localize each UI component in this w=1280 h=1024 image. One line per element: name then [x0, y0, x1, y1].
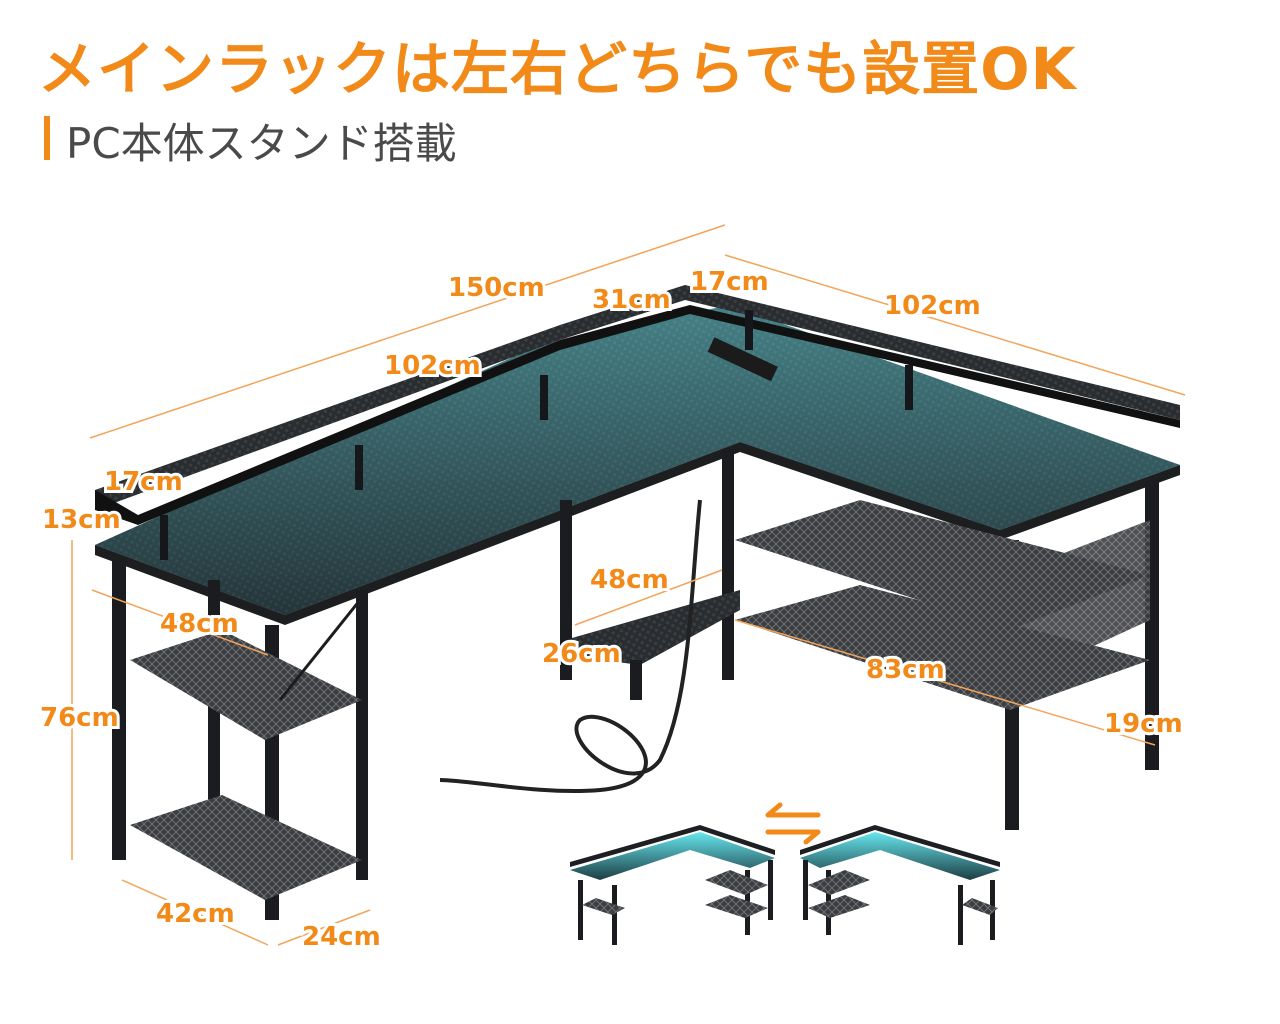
swap-arrows-icon — [765, 802, 821, 845]
subtitle: PC本体スタンド搭載 — [66, 119, 457, 168]
dim-right-rack-width: 83cm — [866, 655, 945, 685]
left-rack — [112, 560, 368, 920]
thumbnail-left-orientation — [570, 825, 775, 945]
dim-left-wing-length: 102cm — [384, 351, 481, 381]
dim-shelf-height: 13cm — [42, 505, 121, 535]
dim-shelf-depth-left: 17cm — [104, 467, 183, 497]
thumbnail-right-orientation — [800, 825, 1000, 945]
dimension-lines — [71, 224, 1186, 946]
dim-shelf-depth-top: 17cm — [690, 267, 769, 297]
dim-pc-stand-width: 26cm — [542, 639, 621, 669]
subtitle-accent-bar — [44, 116, 50, 160]
dim-right-wing-length: 102cm — [884, 291, 981, 321]
pc-stand — [560, 500, 740, 700]
monitor-shelf — [95, 285, 1180, 560]
dim-total-width: 150cm — [448, 273, 545, 303]
dim-pc-stand-depth: 48cm — [590, 565, 669, 595]
dim-rack-depth-left: 48cm — [160, 609, 239, 639]
headline: メインラックは左右どちらでも設置OK — [38, 35, 1077, 103]
dim-left-rack-width: 42cm — [156, 899, 235, 929]
dim-left-rack-depth: 24cm — [302, 922, 381, 952]
right-rack — [722, 450, 1159, 830]
dim-monitor-shelf-center: 31cm — [592, 285, 671, 315]
dim-desk-height: 76cm — [40, 703, 119, 733]
power-cord — [439, 499, 702, 794]
dim-right-rack-depth: 19cm — [1104, 709, 1183, 739]
